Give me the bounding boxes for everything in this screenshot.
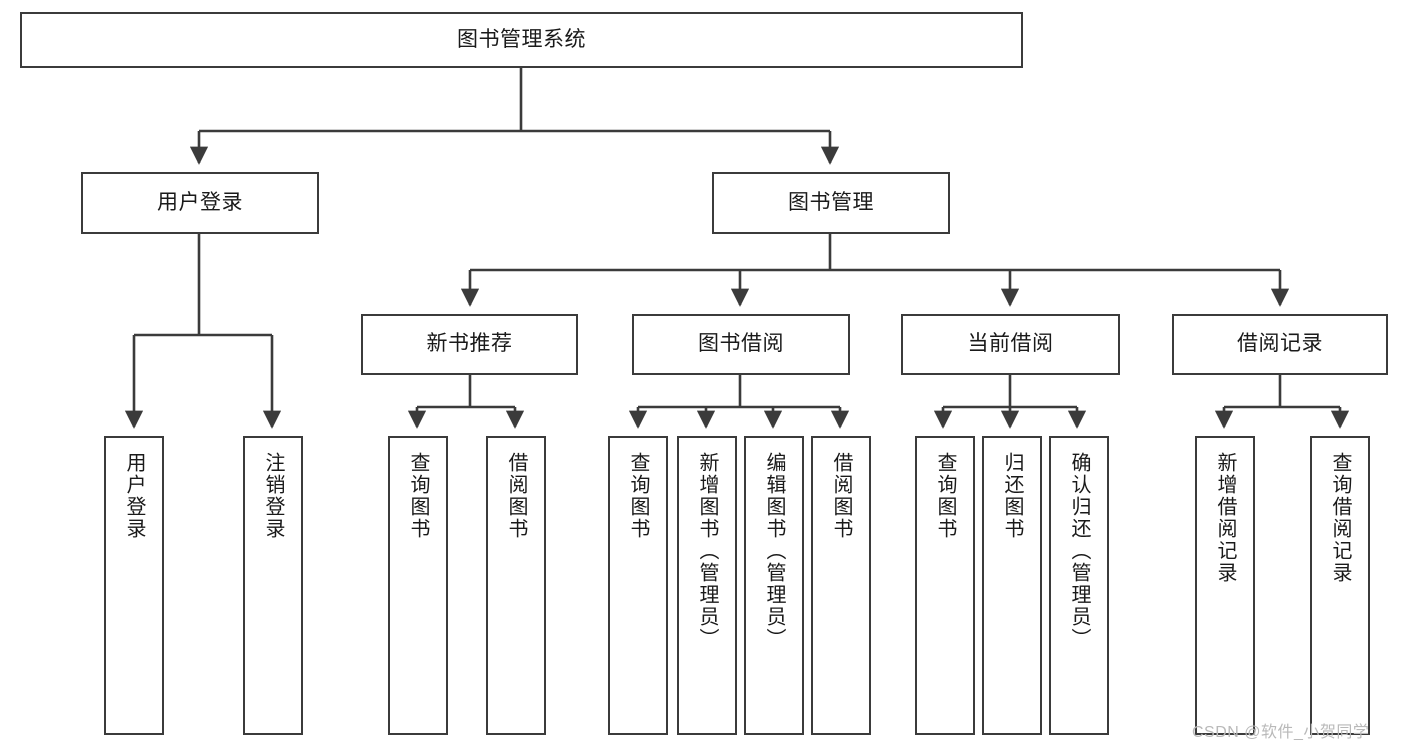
- node-leaf-borrow-book-1[interactable]: 借阅图书: [486, 436, 546, 735]
- node-leaf-add-borrow-record-label: 新增借阅记录: [1214, 452, 1236, 584]
- node-leaf-borrow-book-2[interactable]: 借阅图书: [811, 436, 871, 735]
- node-leaf-query-borrow-record[interactable]: 查询借阅记录: [1310, 436, 1370, 735]
- node-leaf-borrow-book-2-label: 借阅图书: [830, 452, 852, 540]
- node-new-book-recommend[interactable]: 新书推荐: [361, 314, 578, 375]
- node-root[interactable]: 图书管理系统: [20, 12, 1023, 68]
- node-root-label: 图书管理系统: [457, 27, 586, 51]
- node-leaf-add-book-label: 新增图书（管理员）: [696, 452, 718, 650]
- node-leaf-query-book-2-label: 查询图书: [627, 452, 649, 540]
- node-leaf-confirm-return-label: 确认归还（管理员）: [1068, 452, 1090, 650]
- node-user-login[interactable]: 用户登录: [81, 172, 319, 234]
- node-leaf-return-book-label: 归还图书: [1001, 452, 1023, 540]
- node-leaf-query-book-1-label: 查询图书: [407, 452, 429, 540]
- node-current-borrow-label: 当前借阅: [967, 332, 1054, 356]
- node-book-manage-label: 图书管理: [788, 190, 874, 214]
- node-book-manage[interactable]: 图书管理: [712, 172, 950, 234]
- csdn-watermark: CSDN @软件_小贺同学: [1192, 724, 1370, 741]
- node-borrow-record-label: 借阅记录: [1237, 332, 1323, 356]
- node-leaf-edit-book-label: 编辑图书（管理员）: [763, 452, 785, 650]
- node-leaf-query-book-3[interactable]: 查询图书: [915, 436, 975, 735]
- node-leaf-query-borrow-record-label: 查询借阅记录: [1329, 452, 1351, 584]
- node-leaf-user-logout[interactable]: 注销登录: [243, 436, 303, 735]
- node-leaf-borrow-book-1-label: 借阅图书: [505, 452, 527, 540]
- node-leaf-edit-book[interactable]: 编辑图书（管理员）: [744, 436, 804, 735]
- node-leaf-query-book-1[interactable]: 查询图书: [388, 436, 448, 735]
- node-leaf-add-borrow-record[interactable]: 新增借阅记录: [1195, 436, 1255, 735]
- node-leaf-user-login[interactable]: 用户登录: [104, 436, 164, 735]
- node-leaf-query-book-2[interactable]: 查询图书: [608, 436, 668, 735]
- node-leaf-add-book[interactable]: 新增图书（管理员）: [677, 436, 737, 735]
- node-book-borrow-label: 图书借阅: [698, 332, 784, 356]
- node-new-book-recommend-label: 新书推荐: [426, 332, 513, 356]
- node-leaf-return-book[interactable]: 归还图书: [982, 436, 1042, 735]
- node-current-borrow[interactable]: 当前借阅: [901, 314, 1120, 375]
- node-leaf-user-login-label: 用户登录: [123, 452, 145, 540]
- node-leaf-confirm-return[interactable]: 确认归还（管理员）: [1049, 436, 1109, 735]
- node-user-login-label: 用户登录: [157, 190, 243, 214]
- node-leaf-query-book-3-label: 查询图书: [934, 452, 956, 540]
- node-borrow-record[interactable]: 借阅记录: [1172, 314, 1388, 375]
- node-leaf-user-logout-label: 注销登录: [262, 452, 284, 540]
- node-book-borrow[interactable]: 图书借阅: [632, 314, 850, 375]
